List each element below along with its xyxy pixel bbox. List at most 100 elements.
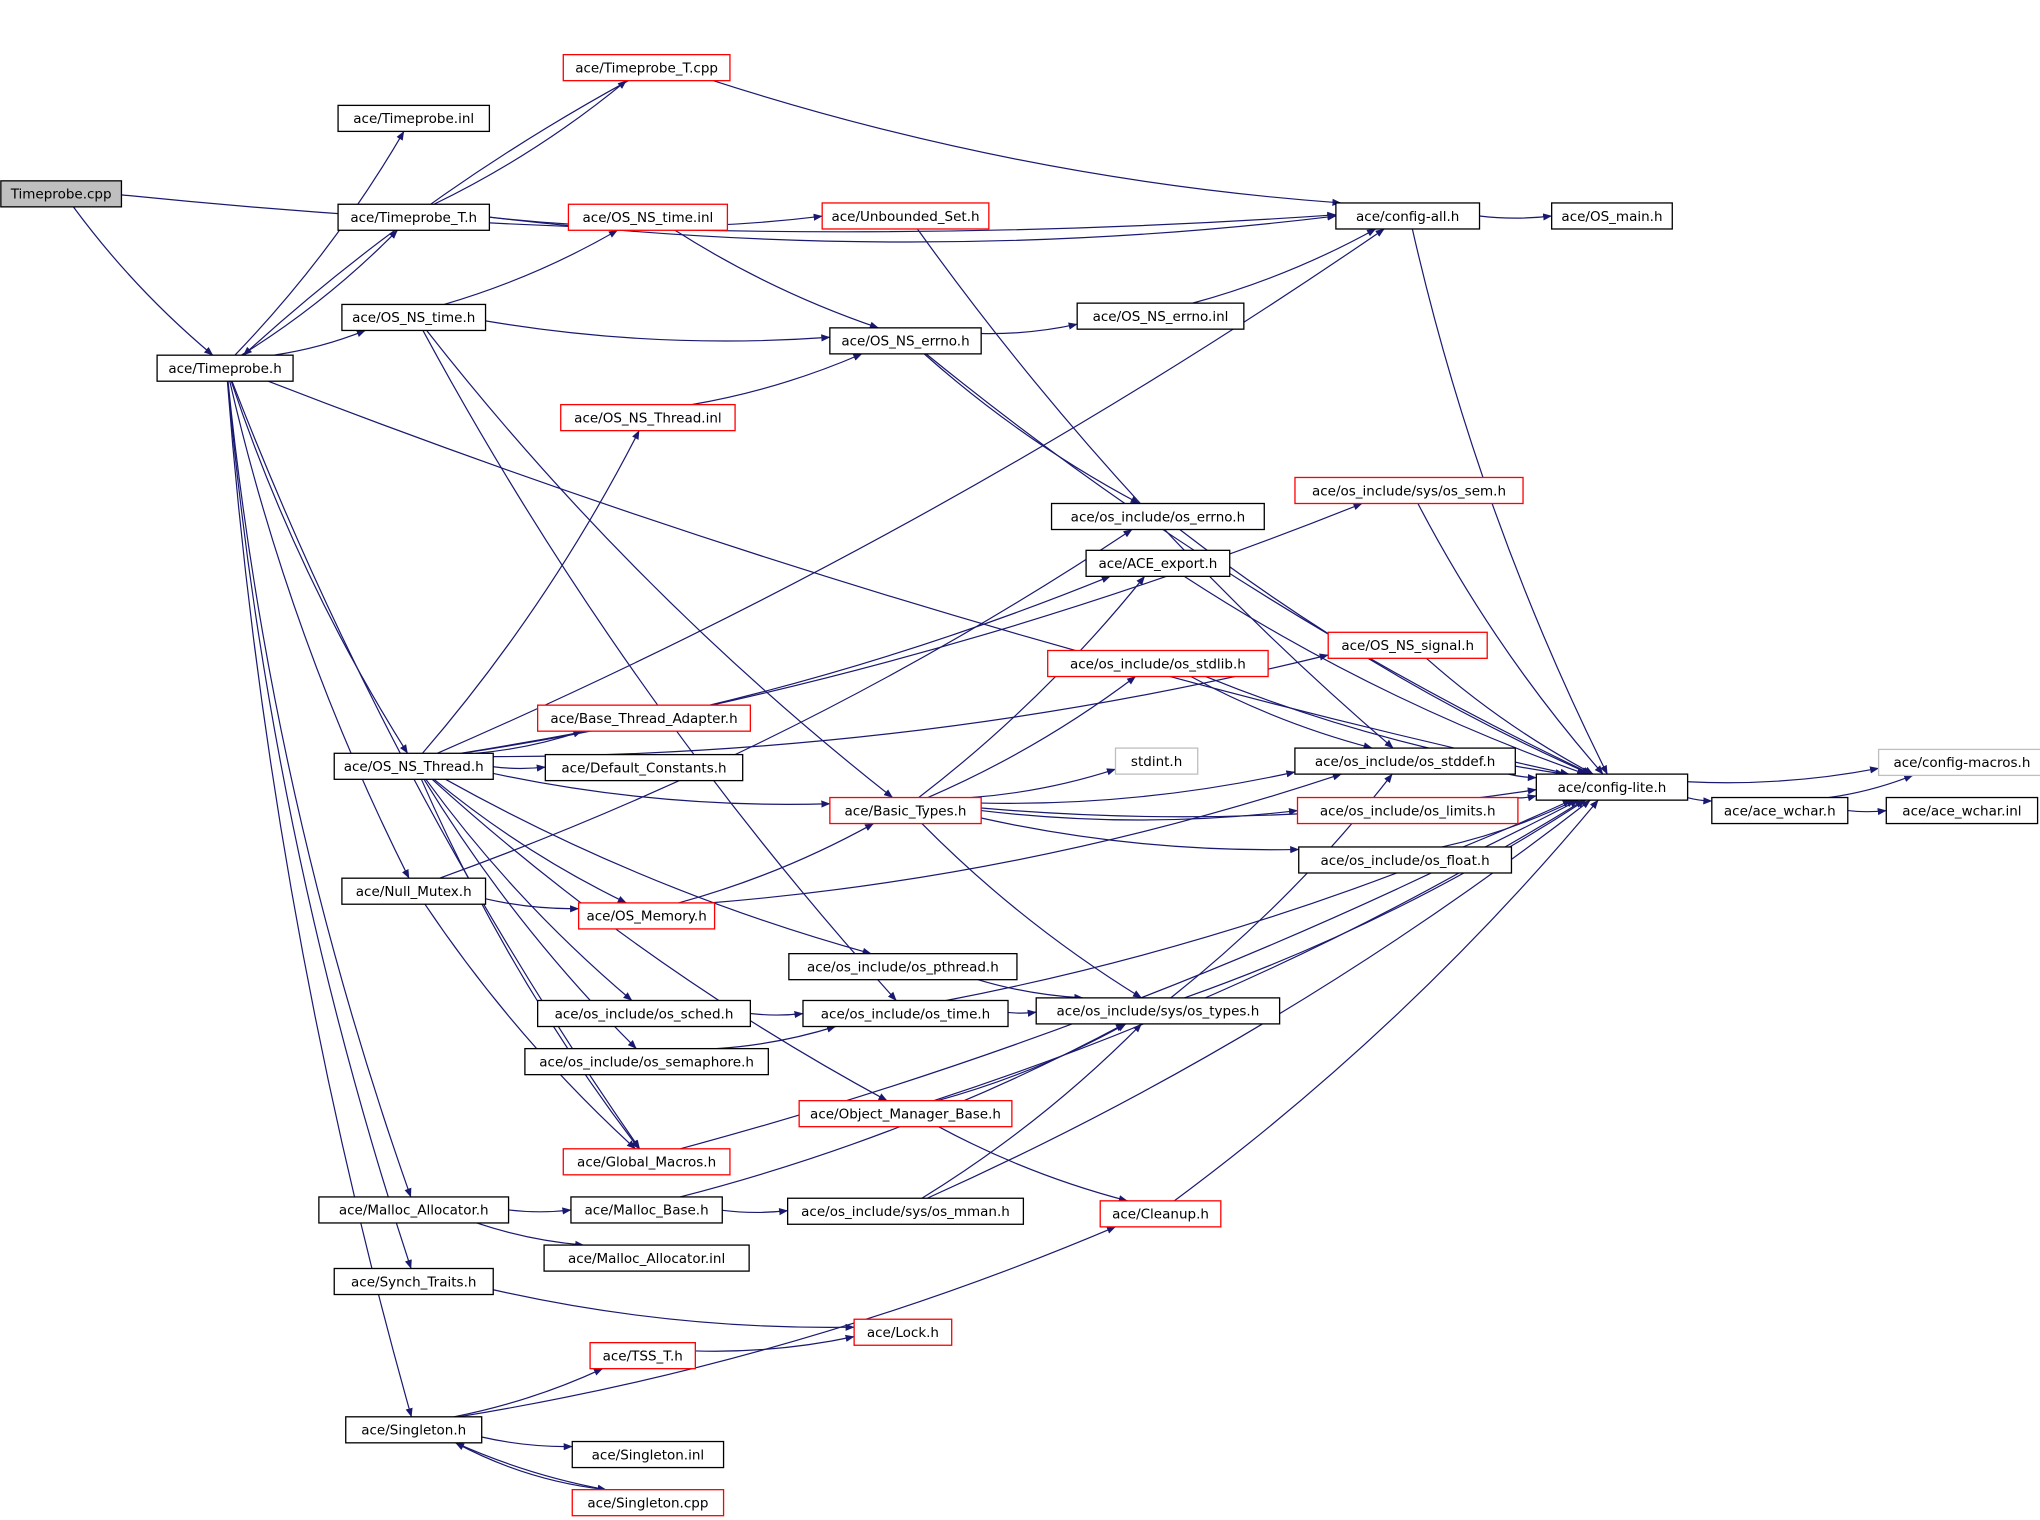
graph-node-n10[interactable]: ace/OS_NS_errno.inl [1076,302,1245,330]
graph-node-n31[interactable]: ace/OS_Memory.h [577,902,716,930]
graph-node-n26[interactable]: ace/os_include/os_limits.h [1296,796,1519,825]
node-label: ace/os_include/os_semaphore.h [539,1054,754,1070]
node-label: ace/os_include/os_stdlib.h [1070,656,1246,672]
graph-node-n28[interactable]: ace/ace_wchar.inl [1885,796,2039,825]
graph-node-n5[interactable]: ace/OS_NS_time.inl [567,203,729,231]
node-label: ace/Lock.h [867,1325,939,1341]
graph-node-n22[interactable]: ace/os_include/os_stddef.h [1294,747,1516,775]
graph-node-n46[interactable]: ace/TSS_T.h [589,1342,696,1370]
graph-node-n3[interactable]: ace/Timeprobe.inl [337,104,491,133]
node-box [1050,502,1265,531]
edge-ace-Null_Mutex.h-to-ace-OS_Memory.h [485,898,580,913]
edge-ace-OS_Memory.h-to-ace-os_include-os_stddef.h [710,773,1342,904]
graph-node-n19[interactable]: ace/Default_Constants.h [544,753,744,782]
graph-node-n20[interactable]: ace/OS_NS_Thread.h [333,752,494,780]
graph-node-n34[interactable]: ace/os_include/os_time.h [802,999,1009,1028]
edge-ace-os_include-os_time.h-to-ace-config-lite.h [945,799,1572,1002]
node-box [333,1267,494,1296]
graph-node-n15[interactable]: ace/ACE_export.h [1085,549,1231,578]
node-label: ace/os_include/sys/os_sem.h [1312,483,1506,499]
edge-ace-os_include-os_time.h-to-ace-os_include-sys-os_types.h [1007,1009,1037,1017]
graph-node-n44[interactable]: ace/Synch_Traits.h [333,1267,494,1296]
graph-node-n12[interactable]: ace/OS_NS_Thread.inl [560,403,736,432]
edge-ace-Timeprobe.h-to-ace-Null_Mutex.h [229,381,410,879]
graph-node-n29[interactable]: ace/os_include/os_float.h [1298,846,1513,874]
edge-ace-Malloc_Allocator.h-to-ace-Malloc_Base.h [508,1207,572,1215]
graph-node-n32[interactable]: ace/os_include/os_pthread.h [788,952,1018,981]
edge-ace-Timeprobe.h-to-ace-Timeprobe.inl [234,131,405,356]
node-box [0,180,123,208]
graph-node-n35[interactable]: ace/os_include/sys/os_types.h [1035,997,1281,1025]
graph-node-n37[interactable]: ace/Object_Manager_Base.h [798,1100,1013,1128]
node-label: ace/os_include/os_sched.h [555,1006,734,1022]
graph-node-n18[interactable]: ace/Base_Thread_Adapter.h [536,704,752,732]
node-box [577,902,716,930]
graph-node-n16[interactable]: ace/OS_NS_signal.h [1327,631,1488,659]
graph-node-n24: ace/config-macros.h [1877,748,2040,777]
node-label: ace/Object_Manager_Base.h [810,1106,1001,1122]
node-box [1885,796,2039,825]
graph-node-n6[interactable]: ace/Unbounded_Set.h [821,202,990,230]
graph-node-n9[interactable]: ace/OS_NS_time.h [341,303,487,332]
graph-node-n38[interactable]: ace/Global_Macros.h [562,1148,731,1176]
node-box [571,1440,725,1469]
graph-node-n17[interactable]: ace/os_include/os_stdlib.h [1047,649,1269,678]
node-box [1877,748,2040,777]
edge-ace-Unbounded_Set.h-to-ace-os_include-os_stddef.h [916,228,1394,749]
node-box [560,403,736,432]
edge-ace-Malloc_Base.h-to-ace-os_include-sys-os_mman.h [722,1208,789,1216]
edge-ace-OS_NS_Thread.h-to-ace-Base_Thread_Adapter.h [475,730,583,754]
graph-node-n48[interactable]: ace/Singleton.inl [571,1440,725,1469]
graph-node-n0[interactable]: Timeprobe.cpp [0,180,123,208]
graph-node-n27[interactable]: ace/ace_wchar.h [1711,796,1849,825]
graph-node-n30[interactable]: ace/Null_Mutex.h [341,877,487,905]
edge-ace-Object_Manager_Base.h-to-ace-Cleanup.h [938,1126,1128,1203]
edge-ace-ACE_export.h-to-ace-config-lite.h [1183,575,1586,775]
graph-node-n49[interactable]: ace/Singleton.cpp [571,1489,725,1517]
graph-node-n21: stdint.h [1114,747,1199,775]
edge-ace-ace_wchar.h-to-ace-ace_wchar.inl [1847,807,1887,816]
graph-node-n36[interactable]: ace/os_include/os_semaphore.h [524,1047,769,1076]
node-box [337,104,491,133]
edge-ace-Basic_Types.h-to-ace-os_include-os_stdlib.h [927,676,1136,799]
node-label: ace/OS_NS_time.inl [583,210,714,226]
node-label: ace/Basic_Types.h [845,803,967,819]
edge-ace-OS_NS_time.h-to-ace-OS_NS_errno.h [485,320,831,342]
graph-node-n2[interactable]: ace/Timeprobe_T.cpp [562,53,731,82]
graph-node-n4[interactable]: ace/Timeprobe_T.h [337,203,491,231]
graph-node-n42[interactable]: ace/Cleanup.h [1099,1200,1222,1228]
graph-node-n25[interactable]: ace/Basic_Types.h [829,796,982,825]
edge-ace-OS_NS_Thread.h-to-ace-OS_NS_Thread.inl [422,430,640,754]
edge-ace-OS_NS_Thread.h-to-ace-ACE_export.h [461,575,1111,754]
graph-node-n1[interactable]: ace/Timeprobe.h [156,354,294,382]
graph-node-n23[interactable]: ace/config-lite.h [1535,773,1689,801]
graph-node-n39[interactable]: ace/Malloc_Allocator.h [318,1196,510,1224]
node-label: ace/OS_NS_signal.h [1341,638,1474,654]
graph-node-n8[interactable]: ace/OS_main.h [1551,202,1673,230]
node-label: ace/os_include/sys/os_mman.h [801,1204,1010,1220]
graph-node-n33[interactable]: ace/os_include/os_sched.h [536,999,752,1028]
node-box [333,752,494,780]
edge-ace-os_include-sys-os_types.h-to-ace-config-lite.h [1184,799,1586,999]
graph-node-n41[interactable]: ace/os_include/sys/os_mman.h [786,1197,1025,1225]
graph-node-n43[interactable]: ace/Malloc_Allocator.inl [543,1244,750,1272]
node-box [1298,846,1513,874]
graph-node-n13[interactable]: ace/os_include/sys/os_sem.h [1294,476,1524,505]
node-box [571,1489,725,1517]
graph-node-n14[interactable]: ace/os_include/os_errno.h [1050,502,1265,531]
edge-ace-OS_NS_Thread.h-to-ace-OS_Memory.h [433,778,627,904]
graph-node-n47[interactable]: ace/Singleton.h [345,1416,483,1444]
graph-node-n7[interactable]: ace/config-all.h [1335,202,1481,230]
node-label: ace/config-all.h [1356,209,1459,225]
node-box [1076,302,1245,330]
graph-node-n45[interactable]: ace/Lock.h [853,1318,953,1346]
node-label: ace/Singleton.inl [592,1447,705,1463]
edge-ace-OS_Memory.h-to-ace-Basic_Types.h [678,823,874,904]
node-label: ace/Malloc_Allocator.h [339,1203,489,1219]
node-box [1551,202,1673,230]
graph-node-n11[interactable]: ace/OS_NS_errno.h [829,327,982,355]
edge-Timeprobe.cpp-to-ace-config-all.h [121,194,1337,233]
node-label: ace/OS_NS_time.h [352,310,475,326]
graph-node-n40[interactable]: ace/Malloc_Base.h [570,1196,723,1224]
